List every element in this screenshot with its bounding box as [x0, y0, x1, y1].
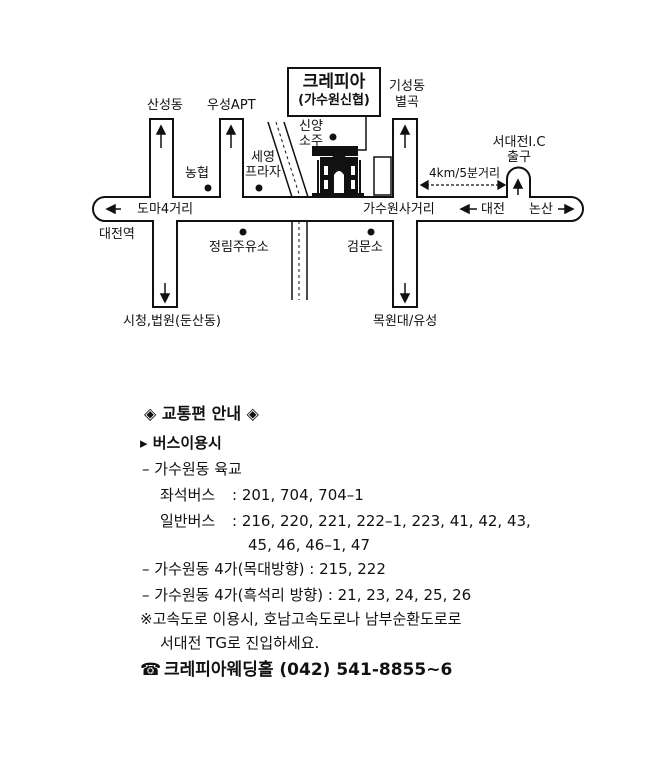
info-title: ◈ 교통편 안내 ◈ [144, 404, 259, 423]
seat-bus-label: 좌석버스 [160, 486, 216, 504]
jeongrim-marker [239, 228, 247, 236]
shinyang-marker [329, 133, 337, 141]
diagonal-road-right [283, 121, 309, 198]
distance-arrow [419, 179, 507, 191]
label-seodaejeon-ic-2: 출구 [507, 150, 531, 165]
arrow-down-cityhall [159, 283, 171, 304]
label-distance: 4km/5분거리 [429, 166, 501, 180]
arrow-up-giseong [399, 124, 411, 148]
label-giseong-1: 기성동 [389, 79, 425, 94]
diagonal-road-center [275, 121, 301, 198]
arrow-right-nonsan [558, 203, 575, 215]
label-jeongrim: 정림주유소 [209, 240, 269, 255]
seyoung-marker [255, 184, 263, 192]
diagonal-road-left [267, 121, 293, 198]
venue-callout: 크레피아 (가수원신협) [287, 67, 381, 117]
label-giseong-2: 별곡 [395, 95, 419, 110]
arrow-down-mokwon [399, 283, 411, 304]
bus-stop-3: – 가수원동 4가(흑석리 방향) : 21, 23, 24, 25, 26 [142, 586, 472, 604]
arrow-up-useong [225, 124, 237, 148]
road-network [92, 118, 584, 308]
label-geommun: 검문소 [347, 240, 383, 255]
label-nonsan: 논산 [529, 202, 553, 217]
arrow-up-sanseong [155, 124, 167, 148]
regular-bus-routes: : 216, 220, 221, 222–1, 223, 41, 42, 43, [232, 512, 531, 530]
building-block [373, 156, 392, 196]
label-useong-apt: 우성APT [207, 98, 256, 113]
bus-stop-1: – 가수원동 육교 [142, 460, 242, 478]
label-sanseong: 산성동 [147, 98, 183, 113]
bus-stop-2: – 가수원동 4가(목대방향) : 215, 222 [142, 560, 386, 578]
venue-name: 크레피아 [302, 72, 366, 92]
regular-bus-label: 일반버스 [160, 512, 216, 530]
label-daejeon-station: 대전역 [99, 227, 135, 242]
venue-subname: (가수원신협) [298, 93, 370, 108]
nonghyup-marker [204, 184, 212, 192]
callout-pointer [356, 113, 367, 151]
wedding-hall-icon [312, 146, 364, 196]
geommun-marker [367, 228, 375, 236]
highway-note-2: 서대전 TG로 진입하세요. [160, 634, 320, 652]
label-seyoung-2: 프라자 [245, 165, 281, 180]
label-gasuwon-intersection: 가수원사거리 [363, 202, 435, 217]
bus-header: ▸ 버스이용시 [140, 434, 222, 452]
label-seyoung-1: 세영 [251, 150, 275, 165]
contact-line: 크레피아웨딩홀 (042) 541-8855~6 [164, 660, 453, 680]
label-seodaejeon-ic-1: 서대전I.C [492, 135, 546, 150]
location-map: 크레피아 (가수원신협) 산성동 우성APT 농협 세영 프라자 신양 소주 기… [0, 0, 672, 360]
phone-icon: ☎ [140, 660, 162, 680]
label-city-hall: 시청,법원(둔산동) [123, 314, 221, 329]
label-daejeon: 대전 [481, 202, 505, 217]
arrow-left-doma [105, 203, 121, 215]
label-shinyang-2: 소주 [299, 134, 323, 149]
label-mokwon: 목원대/유성 [373, 314, 438, 329]
regular-bus-routes-cont: 45, 46, 46–1, 47 [248, 536, 370, 554]
label-shinyang-1: 신양 [299, 119, 323, 134]
arrow-up-ic [512, 178, 524, 195]
arrow-left-daejeon [459, 203, 477, 215]
road-map-svg [92, 113, 584, 308]
highway-note-1: ※고속도로 이용시, 호남고속도로나 남부순환도로로 [140, 610, 462, 628]
label-nonghyup: 농협 [185, 166, 209, 181]
seat-bus-routes: : 201, 704, 704–1 [232, 486, 364, 504]
label-doma: 도마4거리 [137, 202, 194, 217]
